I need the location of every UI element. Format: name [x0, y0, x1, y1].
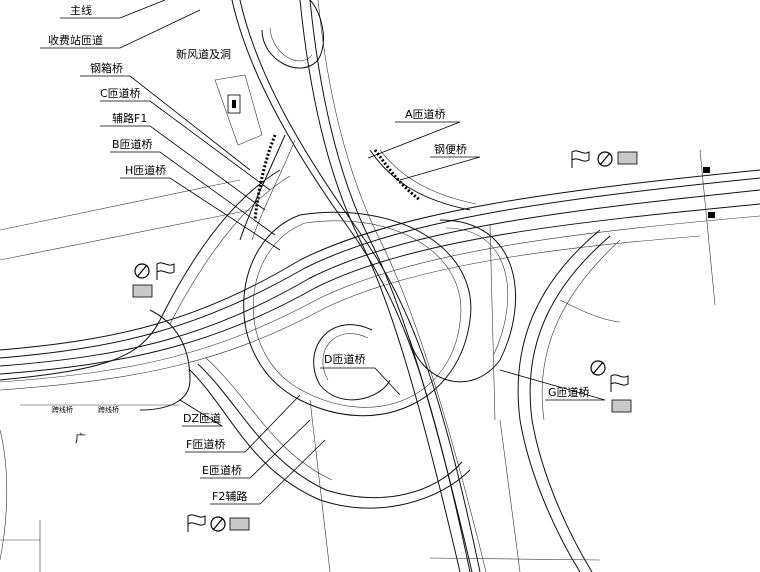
no-entry-icon — [210, 516, 226, 532]
symbol-group-s — [187, 514, 250, 532]
gray-marker-box — [617, 151, 638, 165]
steel-bridge-hatch — [373, 149, 421, 202]
label-ramp-h: H匝道桥 — [125, 163, 166, 177]
label-ventilation-tunnel: 新风道及洞 — [176, 47, 231, 61]
symbol-group-ne — [571, 150, 638, 168]
label-ramp-c: C匝道桥 — [100, 86, 141, 100]
ne-ramp — [369, 149, 471, 211]
label-toll-ramp: 收费站匝道 — [48, 33, 103, 47]
label-ramp-dz: DZ匝道 — [183, 411, 221, 425]
mainline-ew — [0, 169, 760, 391]
central-loop — [243, 211, 472, 417]
label-ramp-d: D匝道桥 — [324, 352, 365, 366]
nw-hatch — [253, 134, 277, 221]
flag-icon — [571, 150, 590, 168]
west-ramp — [0, 169, 281, 381]
no-entry-icon — [597, 151, 613, 167]
tunnel-structure — [214, 74, 263, 146]
nw-ramp — [239, 134, 286, 241]
flag-icon — [156, 262, 175, 280]
gray-marker-box — [611, 399, 632, 413]
gray-marker-box — [229, 517, 250, 531]
no-entry-icon — [134, 263, 150, 279]
symbol-group-e — [590, 360, 632, 413]
label-small-left-1: 跨线桥 — [52, 405, 73, 414]
label-ramp-b: B匝道桥 — [112, 137, 153, 151]
flag-icon — [610, 374, 629, 392]
mainline-ns — [231, 0, 487, 572]
label-ramp-e: E匝道桥 — [202, 463, 242, 477]
inner-loop — [313, 324, 391, 401]
label-steel-bridge-right: 钢便桥 — [434, 143, 467, 156]
label-mark-guang: 广 — [75, 432, 86, 445]
top-loop — [261, 0, 324, 69]
east-boundary — [699, 149, 716, 306]
sw-loop — [189, 369, 471, 509]
label-aux-f2: F2辅路 — [212, 489, 247, 503]
label-ramp-f: F匝道桥 — [186, 437, 225, 451]
label-ramp-g: G匝道桥 — [548, 385, 590, 399]
label-small-left-2: 跨线桥 — [98, 405, 119, 414]
label-steel-bridge-top: 钢箱桥 — [90, 61, 123, 75]
symbol-group-w — [132, 262, 175, 298]
right-loop — [409, 219, 516, 383]
gray-marker-box — [132, 284, 153, 298]
leader-lines — [40, 0, 606, 505]
flag-icon — [187, 514, 206, 532]
label-ramp-a: A匝道桥 — [405, 107, 446, 121]
se-ramp — [517, 229, 601, 572]
no-entry-icon — [590, 360, 606, 376]
label-mainline: 主线 — [70, 3, 92, 17]
label-aux-f1: 辅路F1 — [112, 111, 147, 125]
